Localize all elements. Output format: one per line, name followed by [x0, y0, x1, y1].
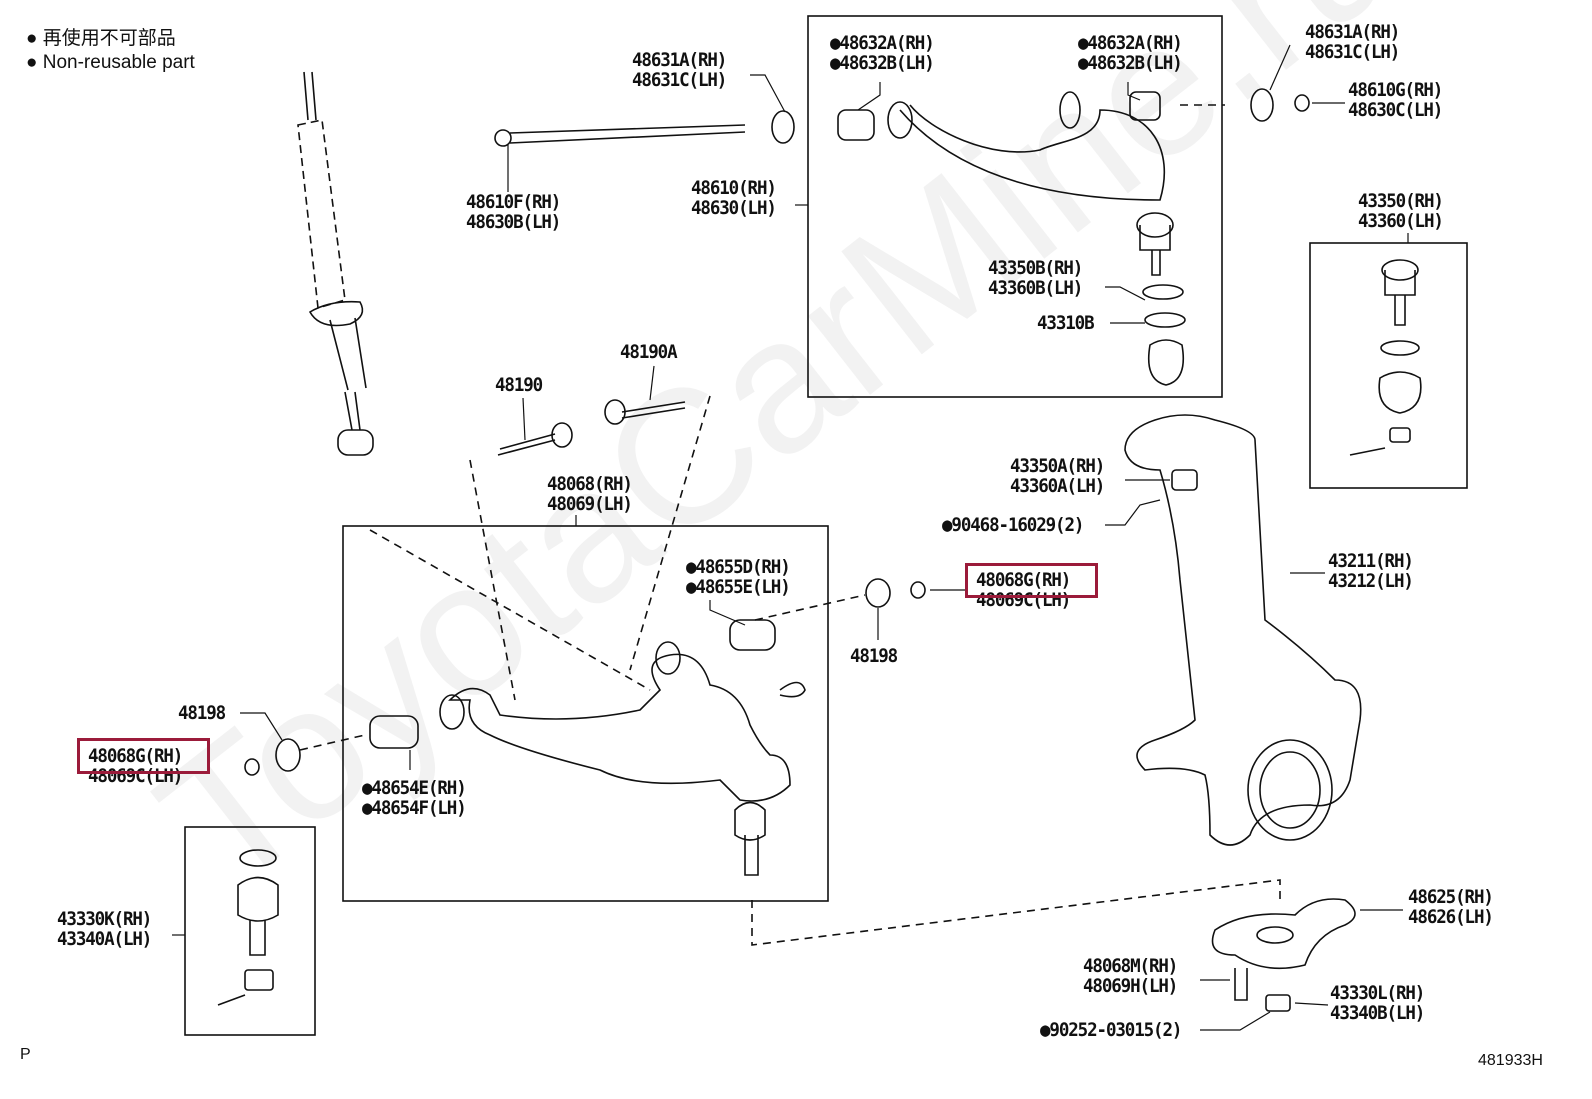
part-label[interactable]: ●48655D(RH)●48655E(LH)	[686, 556, 791, 598]
upper-arm-group-box	[807, 15, 1223, 398]
part-label[interactable]: 48068M(RH)48069H(LH)	[1083, 955, 1178, 997]
part-label[interactable]: ●48654E(RH)●48654F(LH)	[362, 777, 467, 819]
steering-arm	[1211, 898, 1356, 1012]
part-label[interactable]: 43330L(RH)43340B(LH)	[1330, 982, 1425, 1024]
part-label[interactable]: 48068(RH)48069(LH)	[547, 473, 633, 515]
illustration-number: 481933H	[1478, 1052, 1543, 1069]
part-label[interactable]: 43310B	[1037, 312, 1095, 334]
part-label[interactable]: 43350B(RH)43360B(LH)	[988, 257, 1083, 299]
part-label[interactable]: 43211(RH)43212(LH)	[1328, 550, 1414, 592]
steering-knuckle	[1124, 414, 1362, 846]
highlight-box	[965, 563, 1098, 598]
part-label[interactable]: ●48632A(RH)●48632B(LH)	[1078, 32, 1183, 74]
upper-control-arm	[837, 88, 1310, 201]
upper-ball-joint	[1136, 212, 1186, 386]
shock-absorber	[297, 71, 374, 456]
part-label[interactable]: 43350A(RH)43360A(LH)	[1010, 455, 1105, 497]
part-label[interactable]: 48198	[850, 645, 898, 667]
footer-left-code: P	[20, 1046, 31, 1063]
part-label[interactable]: ●48632A(RH)●48632B(LH)	[830, 32, 935, 74]
part-label[interactable]: ●90252-03015(2)	[1040, 1019, 1182, 1041]
spare-ball-joint	[1349, 259, 1422, 456]
lower-ball-joint	[217, 849, 279, 1006]
upper-ball-joint-box	[1309, 242, 1468, 489]
part-label[interactable]: 48625(RH)48626(LH)	[1408, 886, 1494, 928]
legend-item-ja: ● 再使用不可部品	[26, 28, 176, 49]
part-label[interactable]: 43350(RH)43360(LH)	[1358, 190, 1444, 232]
part-label[interactable]: 48610F(RH)48630B(LH)	[466, 191, 561, 233]
lower-arm-group-box	[342, 525, 829, 902]
cam-bolts	[497, 399, 686, 456]
legend-item-en: ● Non-reusable part	[26, 52, 195, 73]
lower-ball-joint-box	[184, 826, 316, 1036]
part-label[interactable]: 48631A(RH)48631C(LH)	[1305, 21, 1400, 63]
lower-control-arm	[369, 619, 806, 876]
part-label[interactable]: 48610G(RH)48630C(LH)	[1348, 79, 1443, 121]
upper-arm-bolt	[494, 110, 795, 147]
part-label[interactable]: 48190A	[620, 341, 678, 363]
part-label[interactable]: 48631A(RH)48631C(LH)	[632, 49, 727, 91]
leader-lines	[172, 44, 1409, 1031]
highlight-box	[77, 738, 210, 774]
part-label[interactable]: 43330K(RH)43340A(LH)	[57, 908, 152, 950]
legend: ● 再使用不可部品 ● Non-reusable part	[26, 27, 195, 75]
part-label[interactable]: 48198	[178, 702, 226, 724]
part-label[interactable]: ●90468-16029(2)	[942, 514, 1084, 536]
part-label[interactable]: 48190	[495, 374, 543, 396]
part-label[interactable]: 48610(RH)48630(LH)	[691, 177, 777, 219]
